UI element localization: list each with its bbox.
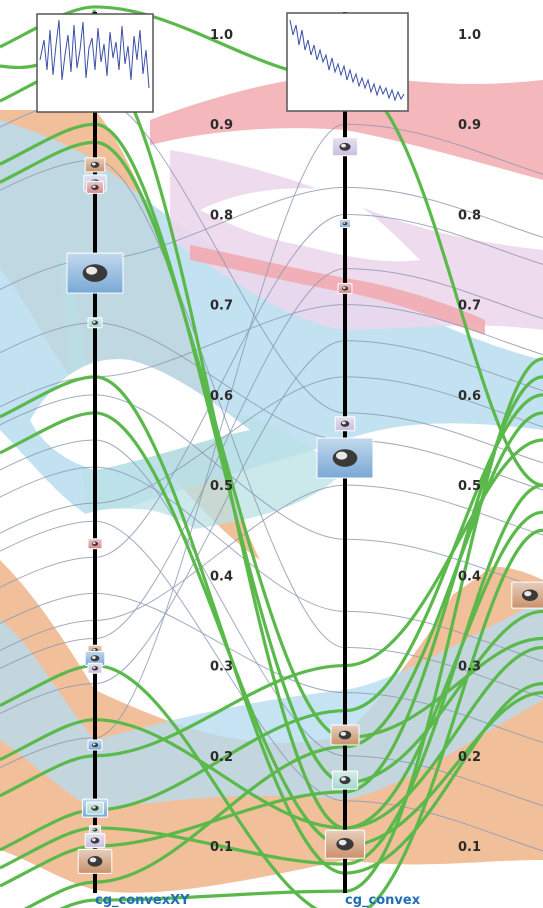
thumbnail[interactable]	[77, 848, 113, 874]
green-polyline	[0, 510, 543, 830]
thumbnail-object-highlight	[342, 286, 346, 289]
tick-label: 0.8	[458, 208, 481, 223]
thumbnail-object-highlight	[92, 743, 96, 746]
tick-label: 0.7	[210, 299, 233, 314]
thumbnail-object-highlight	[524, 591, 532, 597]
gray-polyline	[0, 159, 543, 698]
tick-label: 0.3	[458, 660, 481, 675]
green-polyline	[0, 122, 543, 785]
gray-polyline	[0, 439, 543, 807]
white-cell-1	[30, 359, 250, 470]
thumbnail-object-highlight	[92, 806, 96, 809]
thumbnail[interactable]	[316, 437, 374, 479]
thumbnail-object-highlight	[92, 648, 96, 651]
thumbnail-object-highlight	[336, 451, 348, 460]
tick-label: 0.4	[210, 569, 233, 584]
thumbnail-object-highlight	[343, 222, 346, 224]
gray-polyline	[0, 268, 543, 669]
thumbnail-object-highlight	[340, 731, 347, 736]
tick-label: 0.6	[458, 389, 481, 404]
thumbnail[interactable]	[87, 538, 103, 550]
thumbnail[interactable]	[330, 724, 360, 746]
thumbnail-object-highlight	[93, 828, 96, 831]
green-polyline	[0, 528, 543, 908]
tick-label: 0.2	[458, 750, 481, 765]
thumbnail[interactable]	[337, 282, 353, 294]
green-polyline	[0, 438, 543, 798]
thumbnail-object-highlight	[92, 321, 96, 324]
tick-label: 0.5	[458, 479, 481, 494]
thumbnail-object-highlight	[89, 857, 97, 863]
thumbnail-object-highlight	[86, 266, 98, 275]
white-cell-4	[200, 188, 420, 262]
green-polyline	[0, 393, 543, 852]
tick-label: 0.1	[458, 840, 481, 855]
tick-label: 0.4	[458, 569, 481, 584]
thumbnail-object-highlight	[340, 777, 347, 781]
green-polyline	[0, 375, 543, 875]
tick-label: 0.3	[210, 660, 233, 675]
blue-band-2	[0, 600, 543, 810]
tick-label: 1.0	[210, 28, 233, 43]
thumbnail-object-highlight	[341, 421, 346, 425]
thumbnail[interactable]	[84, 650, 106, 666]
tick-label: 0.7	[458, 299, 481, 314]
thumbnail[interactable]	[334, 416, 356, 432]
thumbnail[interactable]	[87, 662, 103, 674]
thumbnail-object-highlight	[91, 838, 96, 842]
thumbnail[interactable]	[87, 317, 103, 329]
tick-label: 0.5	[210, 479, 233, 494]
thumbnail[interactable]	[86, 180, 104, 194]
thumbnail-object-highlight	[92, 666, 96, 669]
axis-name-label[interactable]: cg_convexXY	[95, 893, 190, 908]
thumbnail[interactable]	[84, 833, 106, 849]
orange-band-left-lower	[0, 560, 543, 893]
gray-polylines	[0, 96, 543, 852]
axis-name-label[interactable]: cg_convex	[345, 893, 421, 908]
gray-polyline	[0, 340, 543, 715]
thumbnail[interactable]	[87, 739, 103, 751]
thumbnail-object-highlight	[92, 185, 96, 188]
green-polyline	[0, 411, 543, 848]
thumbnail[interactable]	[84, 157, 106, 173]
thumbnail[interactable]	[338, 218, 352, 228]
tick-label: 0.2	[210, 750, 233, 765]
gray-polyline	[0, 592, 543, 744]
ribbon-bands	[0, 75, 543, 893]
tick-label: 1.0	[458, 28, 481, 43]
green-polyline	[0, 483, 543, 870]
teal-band	[60, 250, 345, 540]
thumbnail[interactable]	[66, 252, 124, 294]
tick-label: 0.9	[458, 118, 481, 133]
gray-polyline	[0, 213, 543, 588]
thumbnails-layer	[66, 36, 543, 874]
white-cell-3	[280, 500, 500, 640]
tick-label: 0.9	[210, 118, 233, 133]
thumbnail[interactable]	[331, 770, 359, 790]
gray-polyline	[0, 304, 543, 408]
sparkline-box-cg-convexXY[interactable]	[36, 13, 154, 113]
thumbnail[interactable]	[331, 137, 359, 157]
thumbnail-object-highlight	[91, 656, 96, 659]
thumbnail-object-highlight	[91, 162, 96, 166]
green-polyline	[23, 411, 543, 908]
gray-polyline	[0, 123, 543, 769]
gray-polyline	[0, 376, 543, 534]
thumbnail[interactable]	[86, 801, 104, 815]
thumbnail-object-highlight	[340, 143, 347, 148]
thumbnail-object-highlight	[92, 542, 96, 545]
tick-label: 0.1	[210, 840, 233, 855]
tick-label: 0.6	[210, 389, 233, 404]
thumbnail[interactable]	[324, 829, 366, 859]
gray-polyline	[0, 484, 543, 651]
green-polyline	[0, 375, 543, 888]
thumbnail-object-highlight	[338, 839, 347, 846]
sparkline-box-cg-convex[interactable]	[286, 12, 409, 112]
gray-polyline	[0, 322, 543, 491]
thumbnail[interactable]	[88, 825, 102, 835]
tick-label: 0.8	[210, 208, 233, 223]
thumbnail[interactable]	[511, 581, 543, 609]
